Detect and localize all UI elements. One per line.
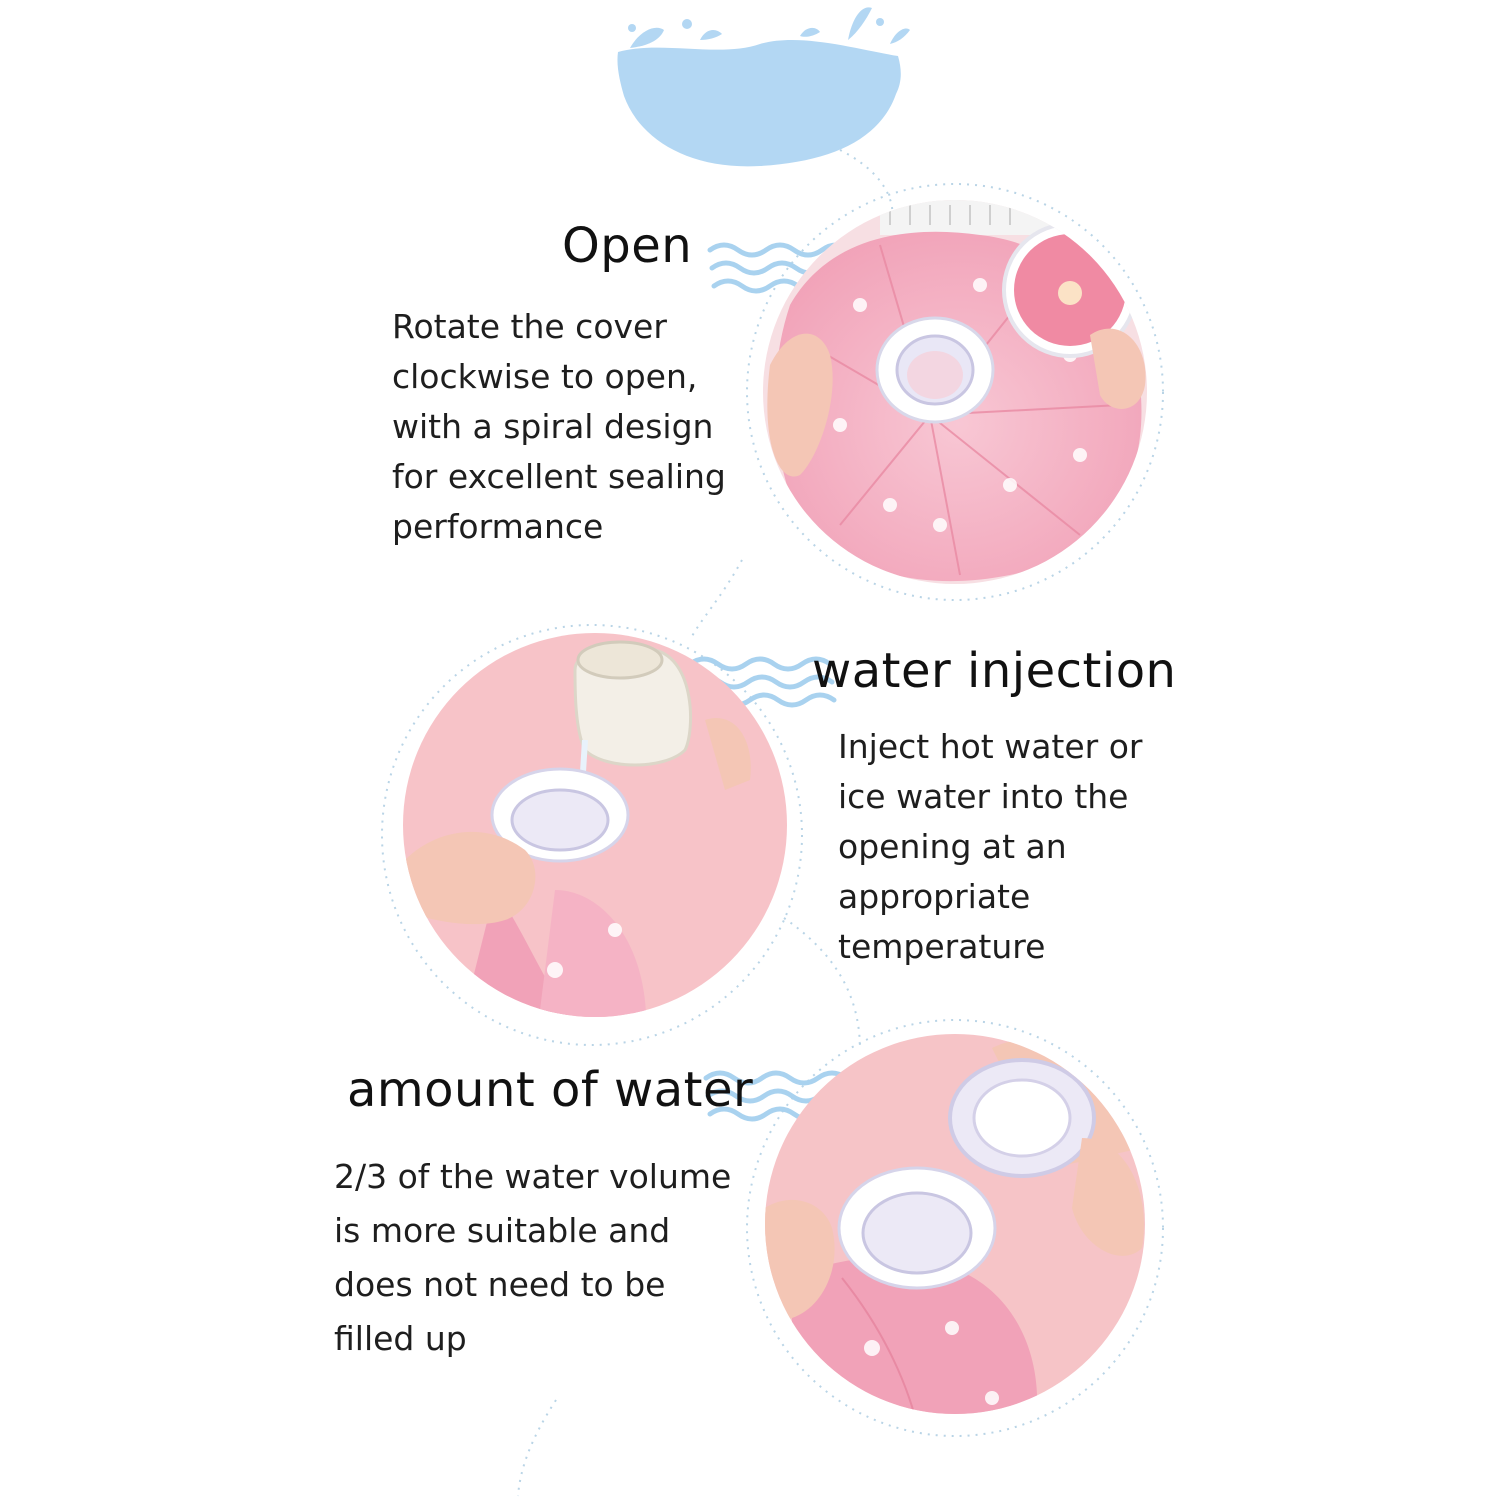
description-line: ice water into the bbox=[838, 777, 1129, 816]
description-line: is more suitable and bbox=[334, 1211, 671, 1250]
description-line: appropriate bbox=[838, 877, 1031, 916]
description-line: for excellent sealing bbox=[392, 457, 726, 496]
description-line: opening at an bbox=[838, 827, 1067, 866]
photo-open-ice-bag bbox=[763, 200, 1147, 584]
step-description-water-injection: Inject hot water or ice water into the o… bbox=[838, 722, 1143, 972]
description-line: performance bbox=[392, 507, 604, 546]
description-line: filled up bbox=[334, 1319, 467, 1358]
step-title-open: Open bbox=[562, 218, 693, 274]
water-splash-icon bbox=[617, 7, 910, 167]
step-title-water-injection: water injection bbox=[812, 643, 1177, 699]
description-line: clockwise to open, bbox=[392, 357, 698, 396]
step-description-open: Rotate the cover clockwise to open, with… bbox=[392, 302, 726, 552]
description-line: Inject hot water or bbox=[838, 727, 1143, 766]
description-line: with a spiral design bbox=[392, 407, 714, 446]
description-line: Rotate the cover bbox=[392, 307, 667, 346]
photo-water-injection bbox=[403, 633, 787, 1017]
description-line: does not need to be bbox=[334, 1265, 666, 1304]
description-line: 2/3 of the water volume bbox=[334, 1157, 732, 1196]
step-title-amount-of-water: amount of water bbox=[347, 1062, 754, 1118]
photo-amount-of-water bbox=[765, 1034, 1145, 1414]
step-description-amount-of-water: 2/3 of the water volume is more suitable… bbox=[334, 1150, 731, 1366]
description-line: temperature bbox=[838, 927, 1046, 966]
